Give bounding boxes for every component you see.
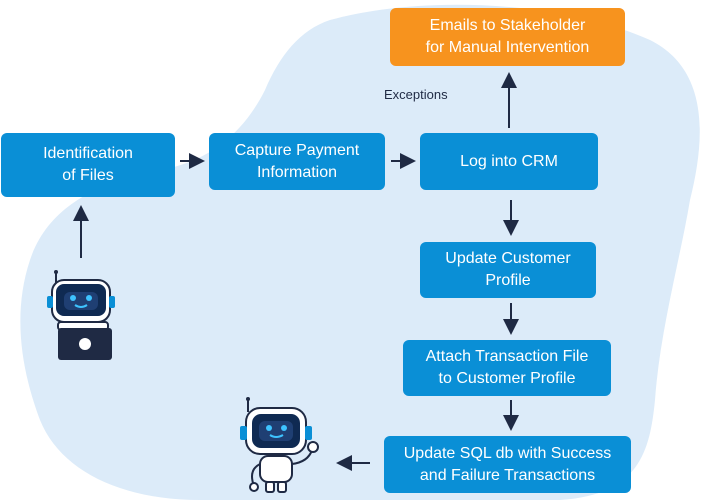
emails-stakeholder-box: Emails to Stakeholder for Manual Interve… [390,8,625,66]
exceptions-label: Exceptions [384,87,448,102]
capture-label: Capture Payment Information [234,141,360,181]
identification-label: Identification of Files [43,145,133,184]
attach-label: Attach Transaction File to Customer Prof… [425,348,589,387]
identification-of-files-box: Identification of Files [1,133,175,197]
update-sql-label: Update SQL db with Success and Failure T… [403,444,612,484]
emails-label: Emails to Stakeholder for Manual Interve… [425,17,590,56]
login-label: Log into CRM [460,152,558,170]
update-profile-label: Update Customer Profile [445,250,571,289]
update-customer-profile-box: Update Customer Profile [420,242,596,298]
log-into-crm-box: Log into CRM [420,133,598,190]
robot-waving-icon [240,397,319,493]
update-sql-db-box: Update SQL db with Success and Failure T… [384,436,631,493]
robot-laptop-icon [47,270,115,360]
capture-payment-box: Capture Payment Information [209,133,385,190]
attach-transaction-file-box: Attach Transaction File to Customer Prof… [403,340,611,396]
